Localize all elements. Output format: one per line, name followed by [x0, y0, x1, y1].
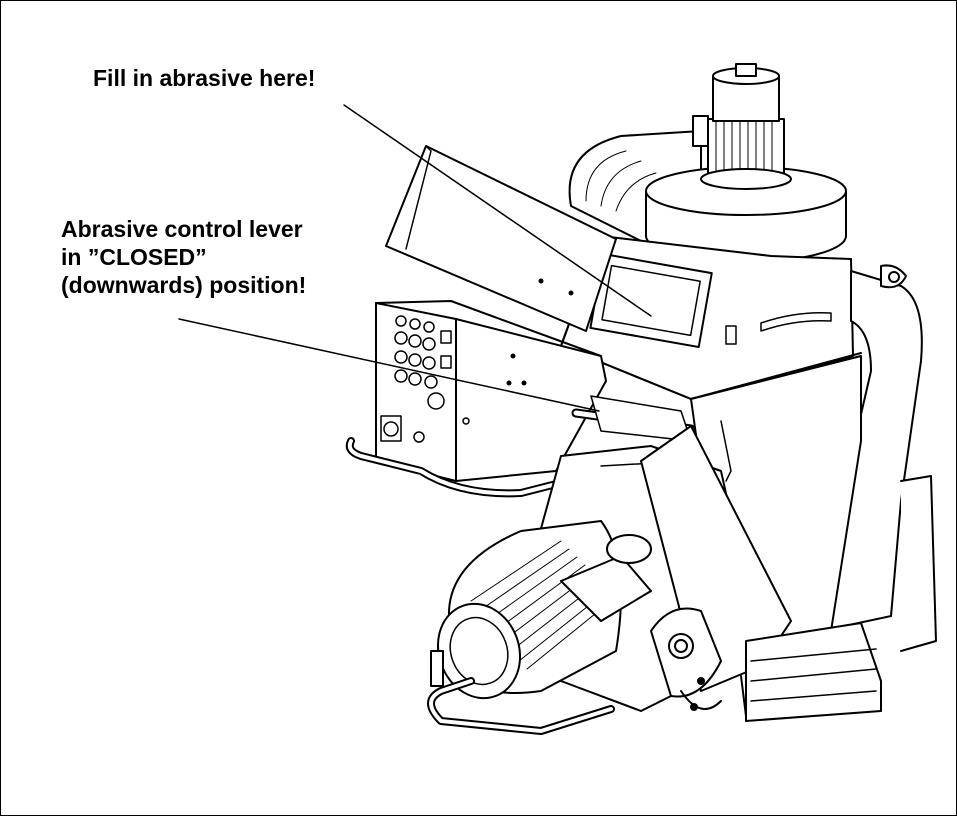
elevator-arm — [640, 425, 792, 711]
push-handle — [345, 437, 580, 498]
callout-control-lever-line2: in ”CLOSED” — [61, 244, 207, 270]
leader-line-fill — [343, 104, 652, 317]
abrasive-control-lever — [571, 395, 696, 442]
callout-fill-abrasive: Fill in abrasive here! — [93, 65, 316, 91]
hopper-lid — [385, 145, 617, 332]
callout-control-lever: Abrasive control lever in ”CLOSED” (down… — [61, 215, 306, 299]
fan-motor — [645, 63, 847, 263]
abrasive-hopper — [560, 235, 862, 400]
callout-control-lever-line3: (downwards) position! — [61, 272, 307, 298]
base-seal — [740, 622, 882, 722]
lower-handle — [427, 650, 615, 735]
leader-line-lever — [178, 318, 600, 412]
control-box — [375, 300, 607, 482]
callout-control-lever-line1: Abrasive control lever — [61, 216, 303, 242]
